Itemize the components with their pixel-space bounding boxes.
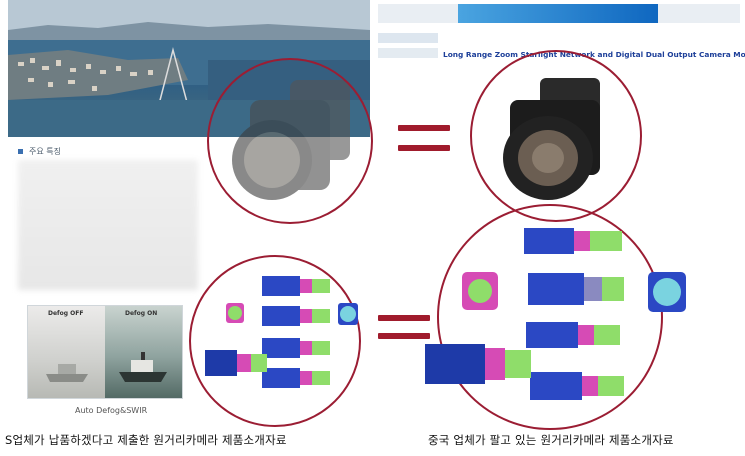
highlight-circle xyxy=(470,50,642,222)
header-placeholder-2 xyxy=(378,48,438,58)
equals-sign-icon xyxy=(378,125,450,339)
header-bar xyxy=(378,4,740,23)
left-caption: S업체가 납품하겠다고 제출한 원거리카메라 제품소개자료 xyxy=(5,433,287,447)
defog-on-image: Defog ON xyxy=(105,306,182,398)
highlight-circle xyxy=(189,255,361,427)
section-label: 주요 특징 xyxy=(18,146,61,157)
technical-drawing-icon xyxy=(425,228,686,400)
product-title: Long Range Zoom Starlight Network and Di… xyxy=(443,50,745,59)
highlight-circle xyxy=(437,204,663,430)
defog-off-label: Defog OFF xyxy=(48,310,84,317)
defog-caption: Auto Defog&SWIR xyxy=(75,406,148,415)
defog-comparison-image: Defog OFF Defog ON xyxy=(27,305,183,399)
defog-on-label: Defog ON xyxy=(125,310,158,317)
lens-camera-icon xyxy=(503,78,600,200)
technical-drawing-icon xyxy=(205,276,358,388)
lens-camera-icon xyxy=(232,80,350,200)
header-placeholder xyxy=(378,33,438,43)
header-accent xyxy=(458,4,658,23)
bullet-icon xyxy=(18,149,23,154)
highlight-circle xyxy=(207,58,373,224)
blurred-text-block xyxy=(18,160,198,290)
right-caption: 중국 업체가 팔고 있는 원거리카메라 제품소개자료 xyxy=(428,433,674,447)
defog-off-image: Defog OFF xyxy=(28,306,105,398)
